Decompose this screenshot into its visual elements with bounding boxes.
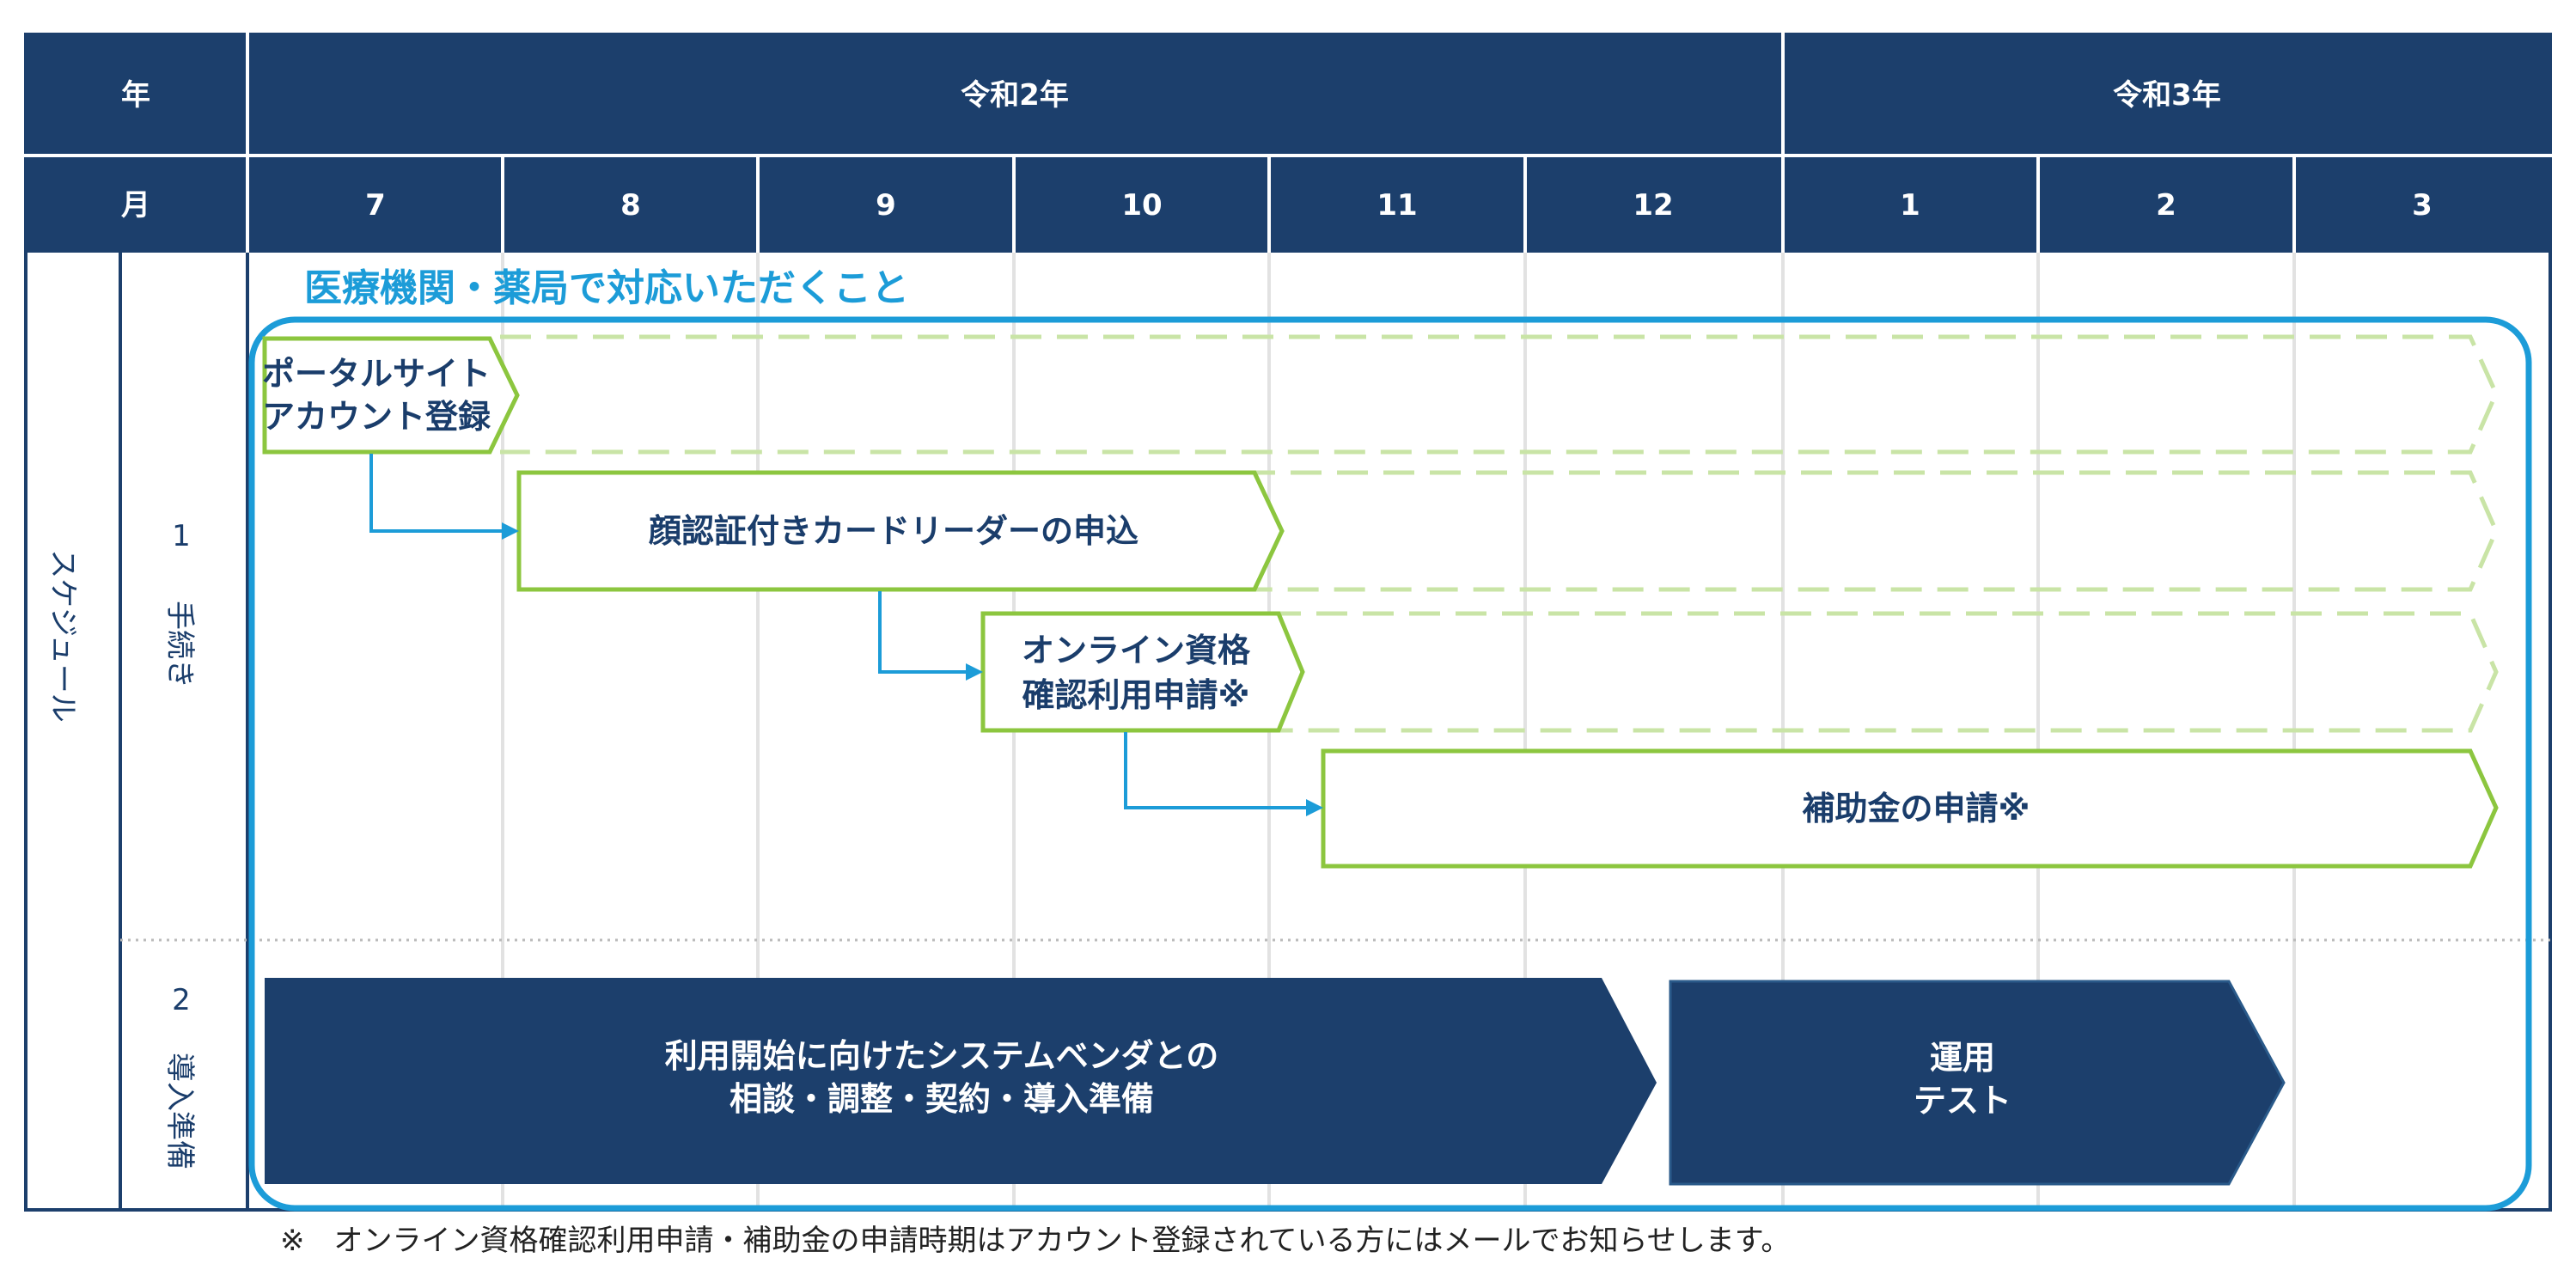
task-shape: [516, 470, 1285, 592]
task-label-line2: テスト: [1914, 1082, 2011, 1120]
arrowhead: [1306, 799, 1323, 816]
row2-number: 2: [172, 983, 191, 1017]
year-reiwa3: 令和3年: [2113, 78, 2221, 113]
month-12: 12: [1633, 188, 1673, 223]
task-shape: [1321, 748, 2499, 869]
month-label: 月: [121, 188, 150, 223]
task-label: 補助金の申請※: [1803, 790, 2030, 827]
task-shape: [262, 336, 520, 455]
task-vendor-preparation: 利用開始に向けたシステムベンダとの 相談・調整・契約・導入準備: [265, 978, 1657, 1184]
row1-label: 手続き: [162, 601, 197, 688]
month-1: 1: [1900, 188, 1920, 223]
arrowhead: [502, 522, 519, 540]
month-2: 2: [2156, 188, 2176, 223]
section-title: 医療機関・薬局で対応いただくこと: [304, 266, 909, 310]
dashed-arrow-portal: [500, 334, 2499, 455]
month-9: 9: [876, 188, 896, 223]
year-label: 年: [121, 78, 150, 113]
footnote: ※ オンライン資格確認利用申請・補助金の申請時期はアカウント登録されている方には…: [280, 1224, 1790, 1258]
connector-arrowheads: [502, 522, 1323, 816]
task-operation-test: 運用 テスト: [1669, 980, 2286, 1186]
task-label-line1: オンライン資格: [1022, 632, 1251, 669]
task-shape: [1669, 980, 2286, 1186]
year-reiwa2: 令和2年: [961, 78, 1069, 113]
schedule-label: スケジュール: [46, 549, 80, 723]
month-11: 11: [1377, 188, 1417, 223]
task-label-line1: 利用開始に向けたシステムベンダとの: [665, 1037, 1218, 1075]
arrowhead: [966, 663, 983, 681]
month-8: 8: [620, 188, 641, 223]
connector-card-to-online: [878, 591, 969, 674]
task-label-line1: 運用: [1930, 1039, 1995, 1077]
dashed-arrow-online-qual: [1270, 611, 2499, 733]
connectors: [369, 454, 1309, 809]
row1-number: 1: [172, 519, 191, 553]
section-frame: [248, 316, 2532, 1212]
task-subsidy-application: 補助金の申請※: [1321, 748, 2499, 869]
task-label-line2: アカウント登録: [262, 398, 491, 436]
task-label: 顔認証付きカードリーダーの申込: [649, 512, 1138, 550]
task-label-line2: 確認利用申請※: [1022, 676, 1250, 714]
month-7: 7: [365, 188, 386, 223]
connector-portal-to-card: [369, 454, 504, 533]
connector-online-to-subsidy: [1124, 732, 1309, 809]
task-shape: [265, 978, 1657, 1184]
task-portal-registration: ポータルサイト アカウント登録: [262, 336, 520, 455]
month-10: 10: [1121, 188, 1162, 223]
task-online-qualification: オンライン資格 確認利用申請※: [980, 611, 1305, 733]
task-card-reader-application: 顔認証付きカードリーダーの申込: [516, 470, 1285, 592]
month-3: 3: [2412, 188, 2433, 223]
row2-label: 導入準備: [162, 1053, 197, 1169]
header-background: [24, 33, 2552, 253]
dashed-arrow-card-reader: [1244, 470, 2499, 592]
task-shape: [980, 611, 1305, 733]
task-label-line2: 相談・調整・契約・導入準備: [729, 1080, 1154, 1118]
task-label-line1: ポータルサイト: [262, 355, 491, 393]
